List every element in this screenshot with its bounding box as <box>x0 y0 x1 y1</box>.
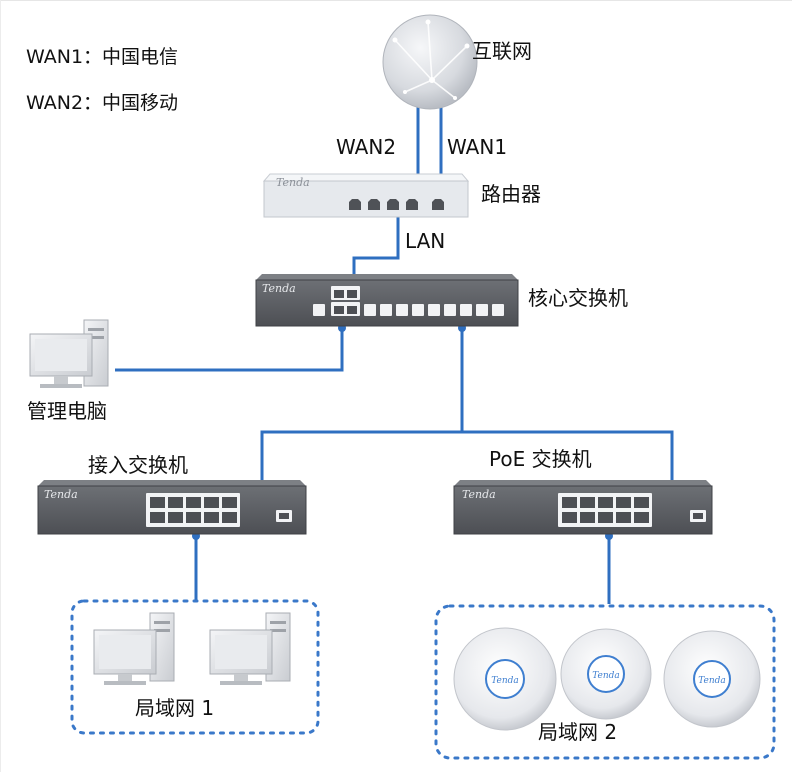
lan1-label: 局域网 1 <box>135 696 215 720</box>
ap3-brand-logo: Tenda <box>698 676 726 686</box>
lan-link-label: LAN <box>405 229 446 253</box>
wan1-link-label: WAN1 <box>447 135 508 159</box>
access-point-1-icon: Tenda <box>453 627 557 731</box>
core-switch-icon: Tenda <box>255 274 519 327</box>
links <box>115 90 674 604</box>
left-border <box>0 0 1 772</box>
internet-globe-icon <box>382 14 478 110</box>
access-switch-label: 接入交换机 <box>88 453 188 477</box>
access-point-3-icon: Tenda <box>663 630 761 728</box>
lan1-pc-1-icon <box>93 612 175 685</box>
core-switch-label: 核心交换机 <box>528 286 628 310</box>
management-pc-label: 管理电脑 <box>27 399 107 423</box>
access-switch-brand-logo: Tenda <box>44 488 78 501</box>
top-border <box>0 0 792 5</box>
ap2-brand-logo: Tenda <box>592 671 620 681</box>
ap1-brand-logo: Tenda <box>491 676 519 686</box>
poe-switch-label: PoE 交换机 <box>489 447 592 471</box>
internet-label: 互联网 <box>472 39 532 63</box>
router-label: 路由器 <box>481 182 541 206</box>
router-icon: Tenda <box>262 173 470 218</box>
lan2-group-boundary <box>434 604 776 760</box>
poe-switch-brand-logo: Tenda <box>462 488 496 501</box>
core-switch-brand-logo: Tenda <box>262 282 296 295</box>
access-switch-uplink <box>260 430 674 488</box>
management-pc-icon <box>29 319 109 388</box>
access-switch-icon: Tenda <box>37 480 307 535</box>
wan1-isp-note: WAN1：中国电信 <box>26 46 179 68</box>
wan2-isp-note: WAN2：中国移动 <box>26 92 179 114</box>
lan1-group-boundary <box>70 599 320 735</box>
lan1-pc-2-icon <box>209 612 291 685</box>
access-point-2-icon: Tenda <box>560 628 652 720</box>
core-to-mgmt-pc-link <box>115 328 344 372</box>
wan2-link-label: WAN2 <box>336 135 397 159</box>
router-brand-logo: Tenda <box>276 176 310 189</box>
lan2-label: 局域网 2 <box>538 720 618 744</box>
poe-switch-icon: Tenda <box>453 480 713 535</box>
